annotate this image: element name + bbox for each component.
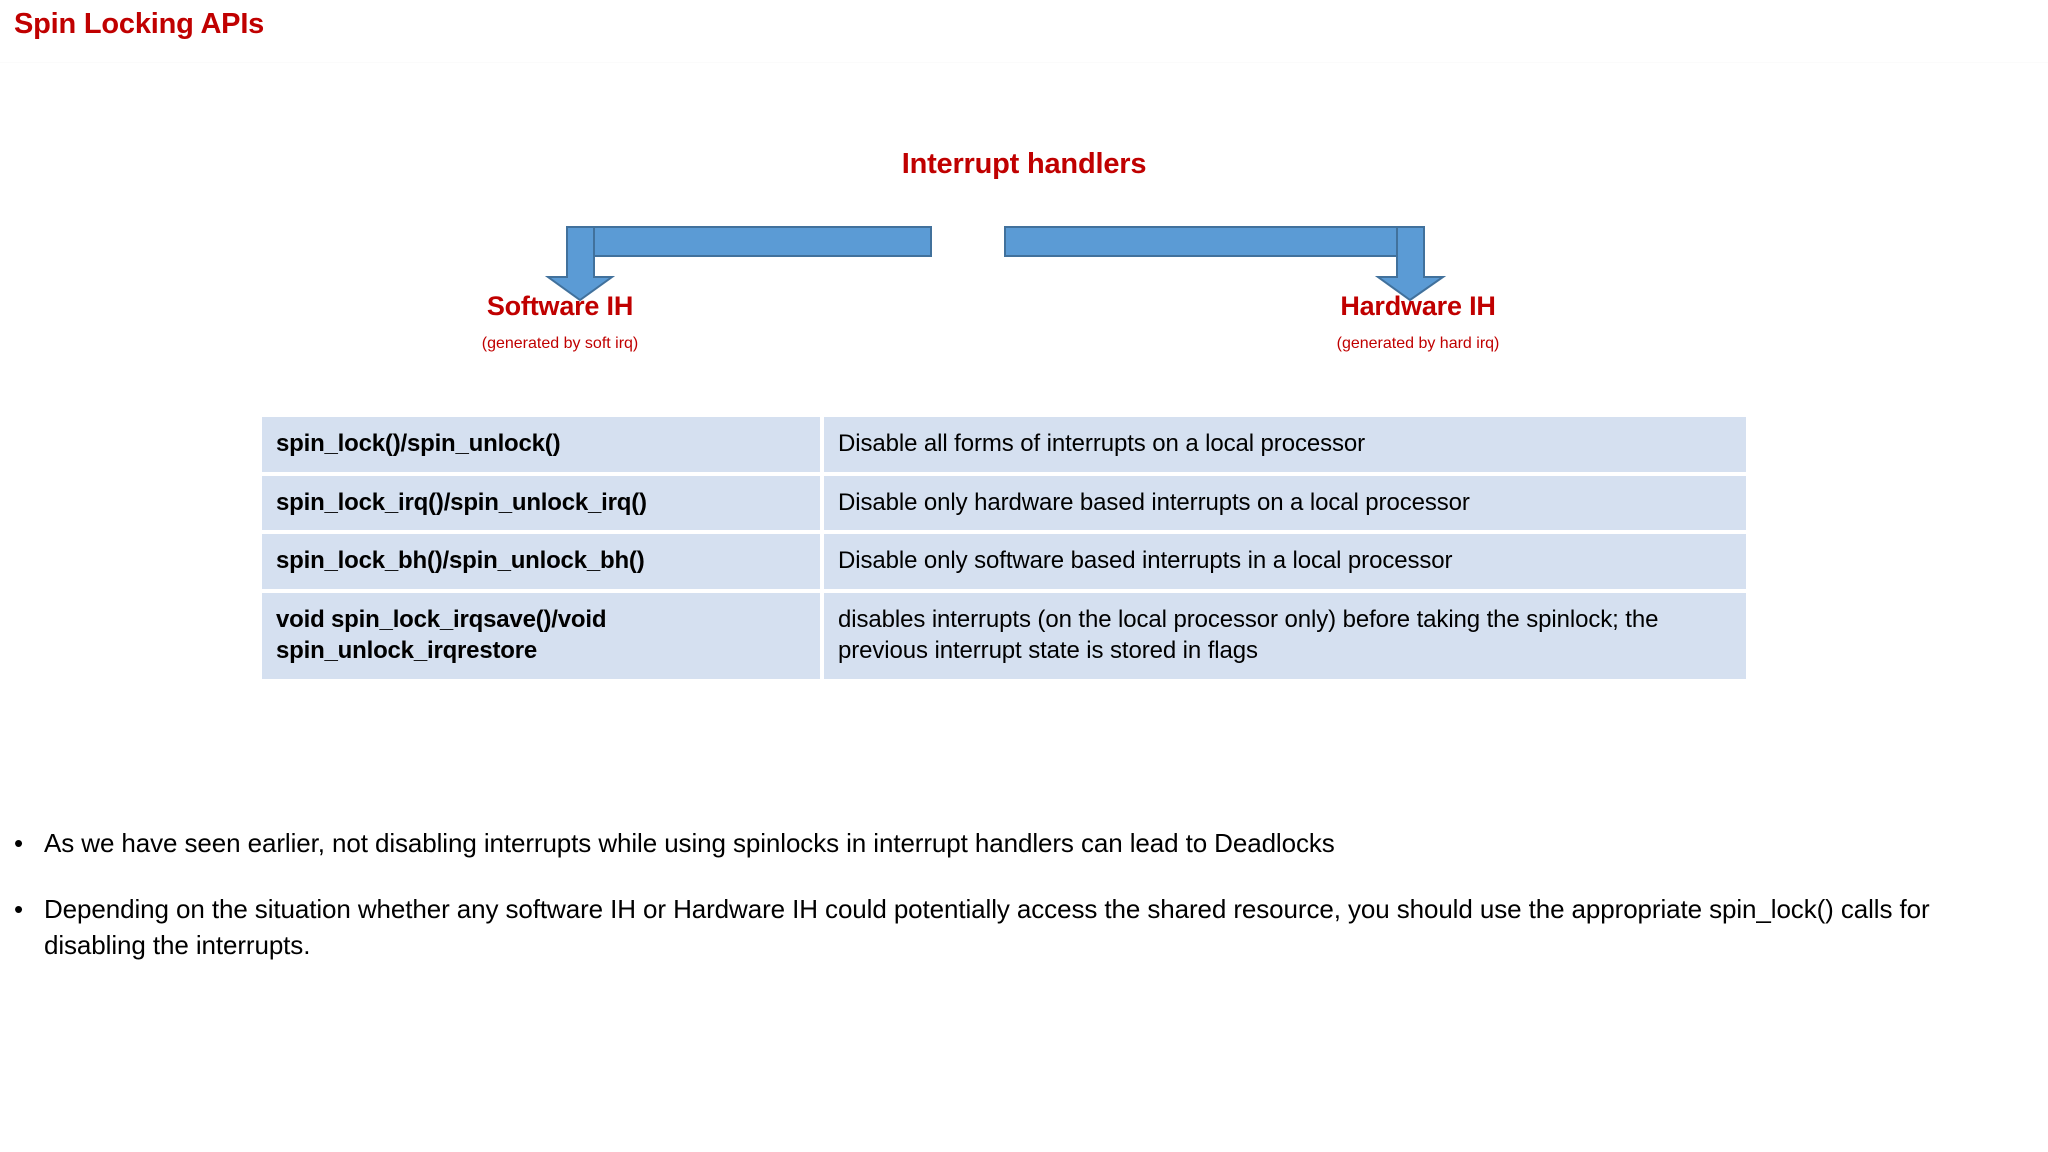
- api-description-cell: Disable only software based interrupts i…: [824, 534, 1746, 594]
- branch-hardware-ih-subtitle: (generated by hard irq): [1336, 334, 1500, 352]
- api-name-cell: spin_lock_irq()/spin_unlock_irq(): [262, 475, 824, 535]
- page-title: Spin Locking APIs: [14, 8, 265, 40]
- list-item: • As we have seen earlier, not disabling…: [14, 826, 2024, 862]
- api-name-cell: spin_lock()/spin_unlock(): [262, 417, 824, 476]
- list-item: • Depending on the situation whether any…: [14, 892, 2024, 964]
- arrow-right-branch-shaft-head-icon: [1374, 226, 1447, 302]
- table-row: void spin_lock_irqsave()/void spin_unloc…: [262, 593, 1746, 679]
- spinlock-api-table: spin_lock()/spin_unlock() Disable all fo…: [262, 417, 1746, 679]
- api-name-cell: spin_lock_bh()/spin_unlock_bh(): [262, 534, 824, 594]
- table-row: spin_lock_bh()/spin_unlock_bh() Disable …: [262, 534, 1746, 594]
- list-item-text: Depending on the situation whether any s…: [44, 893, 1930, 960]
- interrupt-handlers-diagram: Interrupt handlers Software IH (generate…: [0, 0, 2048, 400]
- table-row: spin_lock_irq()/spin_unlock_irq() Disabl…: [262, 475, 1746, 535]
- table-row: spin_lock()/spin_unlock() Disable all fo…: [262, 417, 1746, 476]
- bullet-marker-icon: •: [14, 893, 24, 924]
- arrow-left-branch-icon: [566, 226, 932, 279]
- branch-software-ih: Software IH (generated by soft irq): [380, 291, 740, 352]
- bullet-marker-icon: •: [14, 828, 24, 858]
- spinlock-api-table-body: spin_lock()/spin_unlock() Disable all fo…: [262, 417, 1746, 679]
- summary-bullet-list: • As we have seen earlier, not disabling…: [14, 826, 2024, 994]
- arrow-left-branch-shaft-head-icon: [544, 226, 616, 302]
- api-description-cell: Disable all forms of interrupts on a loc…: [824, 417, 1746, 476]
- branch-hardware-ih-title: Hardware IH: [1340, 291, 1496, 321]
- api-description-cell: Disable only hardware based interrupts o…: [824, 475, 1746, 535]
- list-item-text: As we have seen earlier, not disabling i…: [44, 828, 1335, 858]
- api-description-cell: disables interrupts (on the local proces…: [824, 593, 1746, 679]
- branch-arrows: [544, 226, 1447, 302]
- api-name-cell: void spin_lock_irqsave()/void spin_unloc…: [262, 593, 824, 679]
- branch-hardware-ih: Hardware IH (generated by hard irq): [1238, 291, 1598, 352]
- branch-software-ih-title: Software IH: [486, 291, 634, 321]
- branch-software-ih-subtitle: (generated by soft irq): [481, 334, 639, 352]
- title-divider: [0, 62, 2048, 63]
- diagram-heading: Interrupt handlers: [901, 148, 1147, 180]
- arrow-right-branch-icon: [1004, 226, 1425, 257]
